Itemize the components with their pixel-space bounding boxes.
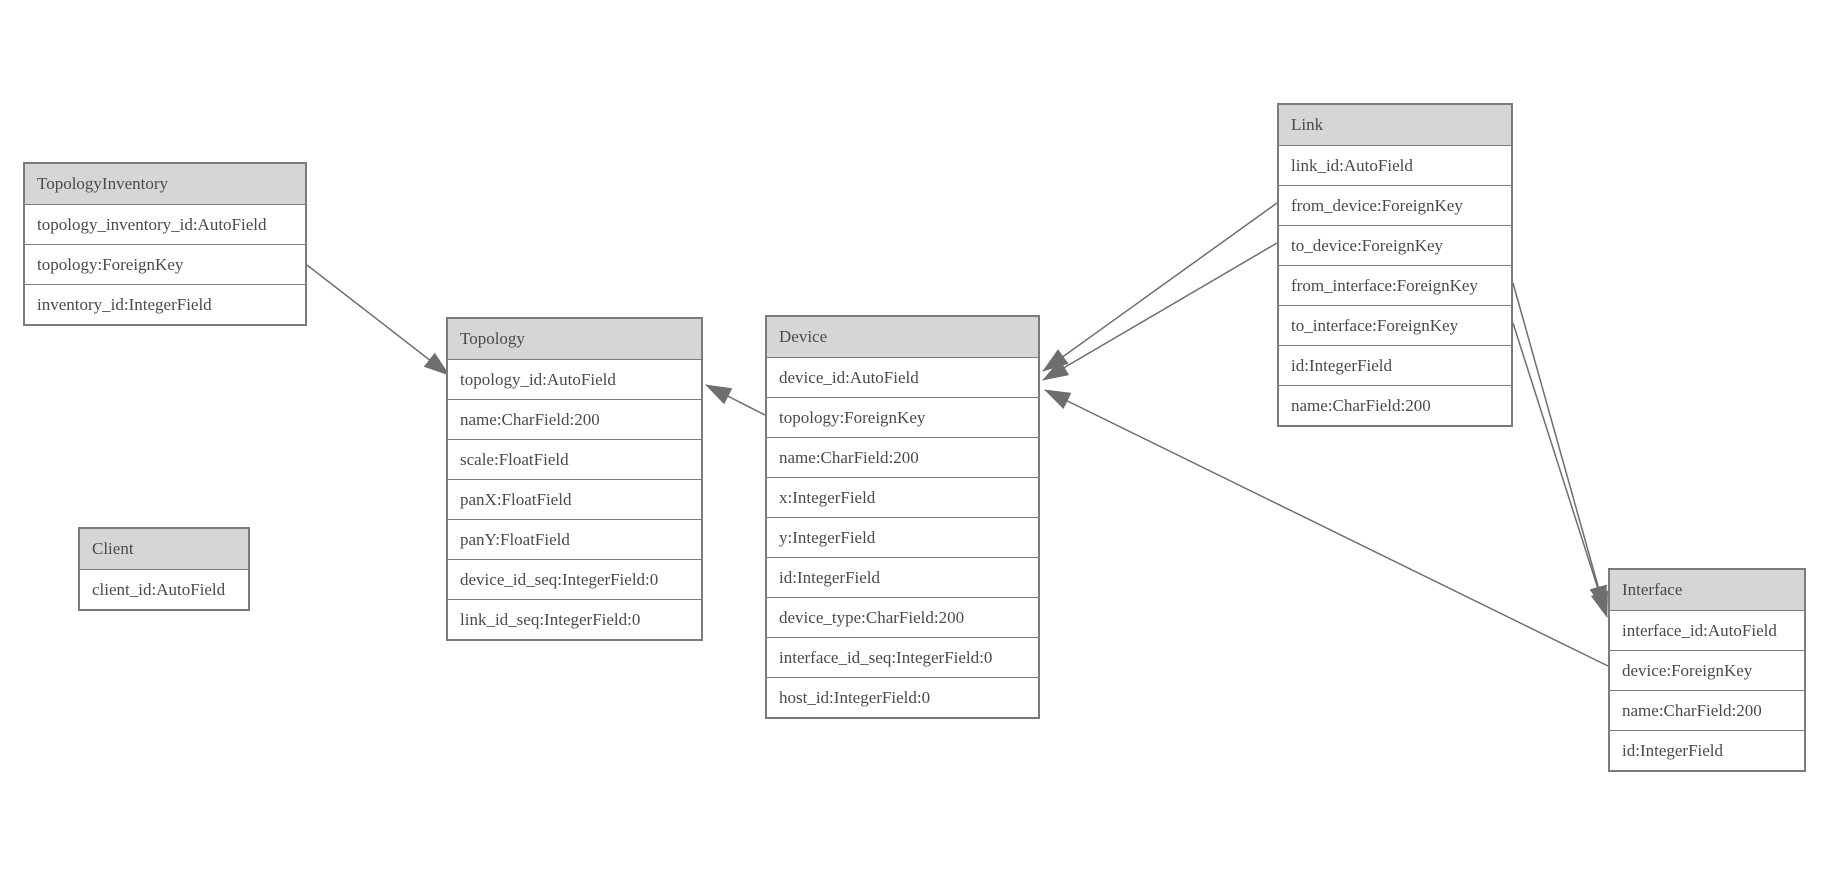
entity-field-row[interactable]: topology:ForeignKey (767, 397, 1038, 437)
entity-title[interactable]: Topology (448, 319, 701, 359)
entity-field-row[interactable]: to_device:ForeignKey (1279, 225, 1511, 265)
entity-field-row[interactable]: inventory_id:IntegerField (25, 284, 305, 324)
entity-field-row[interactable]: device_id:AutoField (767, 357, 1038, 397)
relation-topologyinventory-topology (306, 264, 450, 376)
relation-link-to-interface (1512, 322, 1608, 618)
entity-field-row[interactable]: panY:FloatField (448, 519, 701, 559)
entity-field-row[interactable]: name:CharField:200 (767, 437, 1038, 477)
entity-field-row[interactable]: panX:FloatField (448, 479, 701, 519)
relation-link-from-device (1042, 202, 1278, 372)
relation-interface-device (1044, 389, 1609, 667)
entity-field-row[interactable]: name:CharField:200 (1610, 690, 1804, 730)
relation-device-topology (705, 384, 766, 416)
entity-field-row[interactable]: link_id:AutoField (1279, 145, 1511, 185)
entity-field-row[interactable]: topology_inventory_id:AutoField (25, 204, 305, 244)
entity-field-row[interactable]: device_type:CharField:200 (767, 597, 1038, 637)
entity-field-row[interactable]: id:IntegerField (1279, 345, 1511, 385)
entity-title[interactable]: Link (1279, 105, 1511, 145)
entity-field-row[interactable]: name:CharField:200 (448, 399, 701, 439)
entity-field-row[interactable]: host_id:IntegerField:0 (767, 677, 1038, 717)
entity-field-row[interactable]: y:IntegerField (767, 517, 1038, 557)
entity-field-row[interactable]: name:CharField:200 (1279, 385, 1511, 425)
entity-field-row[interactable]: device_id_seq:IntegerField:0 (448, 559, 701, 599)
relation-link-from-interface (1512, 282, 1607, 612)
entity-field-row[interactable]: interface_id_seq:IntegerField:0 (767, 637, 1038, 677)
entity-field-row[interactable]: scale:FloatField (448, 439, 701, 479)
entity-title[interactable]: Interface (1610, 570, 1804, 610)
entity-field-row[interactable]: from_device:ForeignKey (1279, 185, 1511, 225)
entity-field-row[interactable]: device:ForeignKey (1610, 650, 1804, 690)
entity-field-row[interactable]: client_id:AutoField (80, 569, 248, 609)
entity-title[interactable]: Device (767, 317, 1038, 357)
entity-field-row[interactable]: topology:ForeignKey (25, 244, 305, 284)
entity-field-row[interactable]: id:IntegerField (1610, 730, 1804, 770)
entity-field-row[interactable]: interface_id:AutoField (1610, 610, 1804, 650)
entity-field-row[interactable]: link_id_seq:IntegerField:0 (448, 599, 701, 639)
relation-link-to-device (1042, 242, 1278, 381)
entity-title[interactable]: TopologyInventory (25, 164, 305, 204)
entity-field-row[interactable]: to_interface:ForeignKey (1279, 305, 1511, 345)
entity-field-row[interactable]: id:IntegerField (767, 557, 1038, 597)
entity-title[interactable]: Client (80, 529, 248, 569)
entity-field-row[interactable]: x:IntegerField (767, 477, 1038, 517)
entity-field-row[interactable]: from_interface:ForeignKey (1279, 265, 1511, 305)
entity-field-row[interactable]: topology_id:AutoField (448, 359, 701, 399)
